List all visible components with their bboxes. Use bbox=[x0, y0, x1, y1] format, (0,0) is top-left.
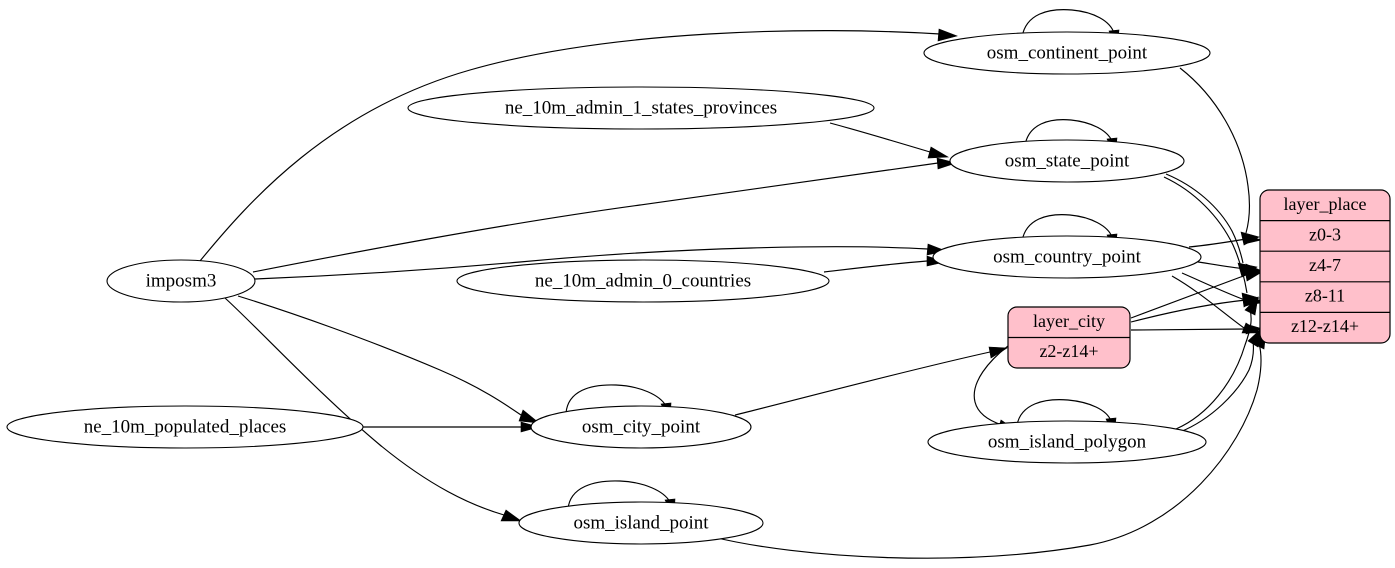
edge-imposm3-to-osm_city_point bbox=[237, 295, 522, 416]
node-osm_state_point[interactable]: osm_state_point bbox=[949, 139, 1185, 183]
arrowhead bbox=[500, 509, 522, 522]
selfloop-osm_city_point bbox=[565, 384, 667, 414]
node-osm_country_point[interactable]: osm_country_point bbox=[932, 235, 1202, 279]
edge-layer_city-to-layer_place-z8-11 bbox=[1130, 299, 1247, 323]
edge-layer bbox=[199, 9, 1267, 559]
node-label-ne_10m_admin_0_countries: ne_10m_admin_0_countries bbox=[535, 270, 751, 291]
node-ne_10m_admin_0_countries[interactable]: ne_10m_admin_0_countries bbox=[456, 259, 830, 303]
edge-imposm3-to-osm_country_point bbox=[254, 246, 929, 280]
edge-osm_state_point-to-layer_place-z4-7 bbox=[1165, 173, 1244, 264]
node-label-osm_state_point: osm_state_point bbox=[1005, 150, 1130, 171]
arrowhead bbox=[1244, 269, 1263, 282]
edge-osm_island_point-to-layer_place-z12-z14 bbox=[712, 342, 1262, 559]
node-osm_island_polygon[interactable]: osm_island_polygon bbox=[927, 420, 1207, 464]
node-label-osm_island_point: osm_island_point bbox=[573, 512, 709, 533]
edge-imposm3-to-osm_island_point bbox=[224, 297, 505, 516]
selfloop-osm_state_point bbox=[1024, 119, 1113, 146]
edge-osm_island_polygon-to-layer_place-z12-z14 bbox=[1179, 340, 1255, 433]
node-osm_continent_point[interactable]: osm_continent_point bbox=[923, 31, 1211, 75]
node-layer: imposm3 ne_10m_admin_1_states_provinces … bbox=[6, 31, 1211, 545]
node-ne_10m_admin_1_states_provinces[interactable]: ne_10m_admin_1_states_provinces bbox=[407, 86, 875, 130]
edge-layer_city-to-osm_island_polygon bbox=[973, 345, 1009, 426]
node-label-osm_continent_point: osm_continent_point bbox=[987, 42, 1148, 63]
edge-osm_country_point-to-layer_place-z8-11 bbox=[1181, 272, 1246, 301]
arrowhead bbox=[936, 157, 958, 170]
edge-ne_states-to-osm_state_point bbox=[829, 122, 931, 153]
record-row-layer_place-2[interactable]: z8-11 bbox=[1305, 286, 1345, 306]
edge-osm_country_point-to-layer_place-z12-z14 bbox=[1171, 275, 1245, 329]
record-node-layer_city[interactable]: layer_city z2-z14+ bbox=[1007, 306, 1131, 369]
record-node-layer: layer_city z2-z14+ layer_place z0-3 z4-7… bbox=[1007, 189, 1391, 369]
edge-ne_countries-to-osm_country_point bbox=[823, 260, 928, 273]
selfloop-osm_island_point bbox=[567, 480, 671, 510]
arrowhead bbox=[1243, 233, 1263, 245]
arrowhead bbox=[937, 28, 958, 42]
record-node-layer_place[interactable]: layer_place z0-3 z4-7 z8-11 z12-z14+ bbox=[1259, 189, 1391, 344]
edge-imposm3-to-osm_continent_point bbox=[199, 30, 941, 262]
arrowhead bbox=[1244, 296, 1259, 316]
edge-osm_island_polygon-to-layer_place-z8-11 bbox=[1175, 308, 1252, 430]
arrowhead bbox=[927, 146, 950, 159]
edge-imposm3-to-osm_state_point bbox=[252, 162, 939, 273]
node-label-ne_10m_populated_places: ne_10m_populated_places bbox=[84, 416, 287, 437]
record-row-layer_city-0[interactable]: z2-z14+ bbox=[1039, 341, 1098, 361]
selfloop-osm_country_point bbox=[1021, 214, 1113, 242]
selfloop-osm_island_polygon bbox=[1016, 399, 1112, 426]
arrowhead bbox=[520, 421, 541, 433]
arrowhead bbox=[518, 409, 540, 424]
selfloop-osm_continent_point bbox=[1021, 9, 1115, 38]
edge-osm_country_point-to-layer_place-z0-3 bbox=[1188, 238, 1247, 248]
record-title-layer_place: layer_place bbox=[1284, 194, 1367, 214]
node-ne_10m_populated_places[interactable]: ne_10m_populated_places bbox=[6, 405, 364, 449]
node-label-osm_city_point: osm_city_point bbox=[582, 416, 701, 437]
edge-layer_city-to-layer_place-z12-z14 bbox=[1130, 328, 1247, 331]
node-label-osm_island_polygon: osm_island_polygon bbox=[988, 431, 1147, 452]
record-title-layer_city: layer_city bbox=[1033, 311, 1105, 331]
edge-osm_country_point-to-layer_place-z4-7 bbox=[1191, 260, 1247, 270]
node-label-imposm3: imposm3 bbox=[146, 270, 217, 291]
node-label-ne_10m_admin_1_states_provinces: ne_10m_admin_1_states_provinces bbox=[505, 97, 777, 118]
node-imposm3[interactable]: imposm3 bbox=[106, 259, 256, 303]
edge-osm_city_point-to-layer_city bbox=[734, 351, 991, 416]
record-row-layer_place-0[interactable]: z0-3 bbox=[1309, 225, 1341, 245]
node-label-osm_country_point: osm_country_point bbox=[993, 246, 1141, 267]
record-row-layer_place-3[interactable]: z12-z14+ bbox=[1291, 316, 1359, 336]
edge-layer_city-to-layer_place-z4-7 bbox=[1130, 274, 1247, 319]
edge-osm_state_point-to-layer_place-z8-11 bbox=[1163, 176, 1248, 294]
record-row-layer_place-1[interactable]: z4-7 bbox=[1309, 255, 1341, 275]
node-osm_island_point[interactable]: osm_island_point bbox=[518, 501, 764, 545]
edge-osm_continent_point-to-layer_place-z0-3 bbox=[1179, 67, 1251, 234]
node-osm_city_point[interactable]: osm_city_point bbox=[530, 405, 752, 449]
